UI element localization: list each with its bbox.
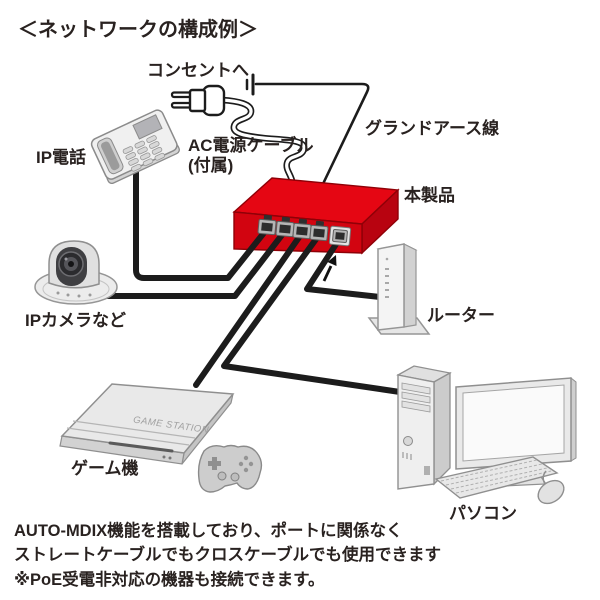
game-console-icon: GAME STATION — [59, 383, 235, 465]
port-2 — [275, 216, 295, 238]
label-ac-cable-line2: (付属) — [188, 156, 234, 175]
cable-to-router — [304, 235, 383, 300]
label-game-console: ゲーム機 — [71, 459, 139, 478]
label-router: ルーター — [427, 306, 495, 325]
power-plug-icon — [170, 84, 226, 117]
footnote-line-1: AUTO-MDIX機能を搭載しており、ポートに関係なく — [14, 522, 403, 540]
label-ip-camera: IPカメラなど — [25, 311, 127, 330]
ip-camera-icon — [34, 240, 118, 305]
desktop-pc-icon — [396, 365, 577, 505]
cable-to-pc — [221, 232, 403, 395]
page-title: ＜ネットワークの構成例＞ — [18, 19, 258, 41]
ground-terminal-icon — [245, 73, 255, 96]
cable-to-game-console — [193, 230, 305, 388]
label-outlet: コンセントへ — [147, 61, 249, 80]
label-ground-wire: グランドアース線 — [365, 119, 500, 138]
ground-earth-wire — [254, 82, 370, 188]
switch-ports — [257, 214, 352, 247]
label-ac-cable: AC電源ケーブル (付属) — [188, 136, 314, 176]
label-product: 本製品 — [404, 186, 455, 205]
footnote-line-3: ※PoE受電非対応の機器も接続できます。 — [14, 571, 325, 589]
port-1 — [257, 214, 277, 236]
label-pc: パソコン — [449, 504, 517, 523]
ac-power-cable — [218, 96, 308, 192]
port-5 — [328, 225, 352, 247]
game-controller-icon — [197, 444, 263, 493]
footnote-line-2: ストレートケーブルでもクロスケーブルでも使用できます — [14, 546, 442, 564]
port-4 — [309, 220, 329, 242]
router-icon — [367, 243, 431, 335]
cable-to-ip-camera — [97, 228, 288, 299]
ip-phone-icon — [90, 109, 180, 185]
label-ac-cable-line1: AC電源ケーブル — [188, 136, 314, 155]
label-ip-phone: IP電話 — [36, 148, 87, 167]
cable-to-ip-phone — [133, 167, 270, 281]
port-arrow-icon — [322, 255, 337, 282]
